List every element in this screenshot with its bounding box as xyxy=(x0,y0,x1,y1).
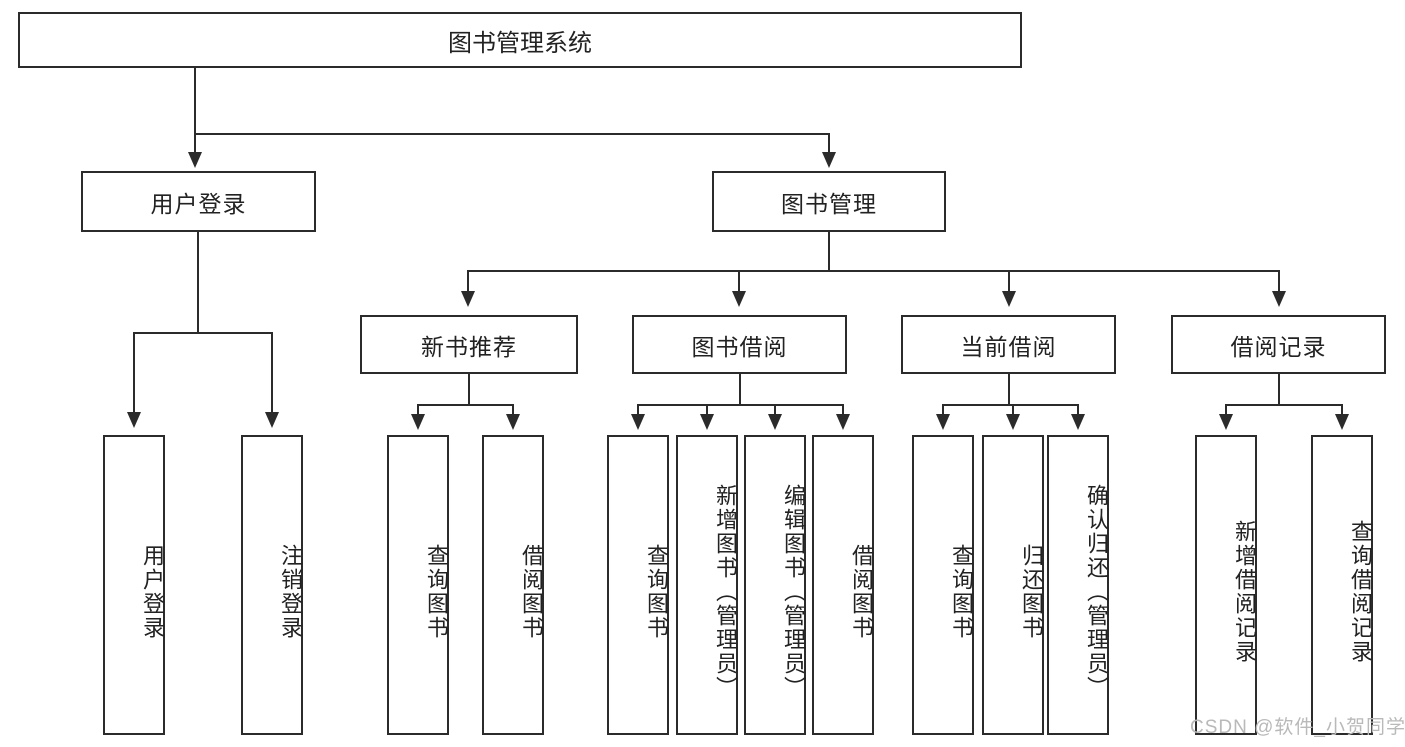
node-label: 借阅图书 xyxy=(519,544,544,640)
node-label: 查询图书 xyxy=(644,544,669,640)
arrow-manage-to-l2-0 xyxy=(461,291,475,307)
leaf-current-query-book[interactable]: 查询图书 xyxy=(912,435,974,735)
connector-borrow-to-leaf-3 xyxy=(842,404,844,416)
connector-borrow-to-leaf-2 xyxy=(774,404,776,416)
connector-recommend-to-leaf-0 xyxy=(417,404,419,416)
connector-borrow-stem xyxy=(739,374,741,405)
node-label: 确认归还（管理员） xyxy=(1084,484,1109,700)
leaf-recommend-query-book[interactable]: 查询图书 xyxy=(387,435,449,735)
node-book-management[interactable]: 图书管理 xyxy=(712,171,946,232)
leaf-logout-login[interactable]: 注销登录 xyxy=(241,435,303,735)
arrow-login-to-leaf-1 xyxy=(265,412,279,428)
connector-recommend-stem xyxy=(468,374,470,405)
connector-current-to-leaf-2 xyxy=(1077,404,1079,416)
node-label: 借阅记录 xyxy=(1230,333,1327,360)
connector-current-to-leaf-1 xyxy=(1012,404,1014,416)
connector-record-stem xyxy=(1278,374,1280,405)
connector-recommend-to-leaf-1 xyxy=(512,404,514,416)
node-label: 新增图书（管理员） xyxy=(713,484,738,700)
arrow-record-to-leaf-0 xyxy=(1219,414,1233,430)
connector-borrow-to-leaf-1 xyxy=(706,404,708,416)
connector-manage-to-l2-3 xyxy=(1278,270,1280,293)
connector-login-rail xyxy=(133,332,273,334)
node-label: 归还图书 xyxy=(1019,544,1044,640)
arrow-current-to-leaf-0 xyxy=(936,414,950,430)
node-book-borrow[interactable]: 图书借阅 xyxy=(632,315,847,374)
arrow-borrow-to-leaf-2 xyxy=(768,414,782,430)
connector-current-to-leaf-0 xyxy=(942,404,944,416)
connector-manage-stem xyxy=(828,232,830,271)
leaf-user-login[interactable]: 用户登录 xyxy=(103,435,165,735)
node-label: 查询图书 xyxy=(949,544,974,640)
connector-login-to-leaf-0 xyxy=(133,332,135,414)
node-label: 注销登录 xyxy=(278,544,303,640)
arrow-recommend-to-leaf-0 xyxy=(411,414,425,430)
leaf-borrow-add-book-admin[interactable]: 新增图书（管理员） xyxy=(676,435,738,735)
connector-manage-to-l2-2 xyxy=(1008,270,1010,293)
connector-record-to-leaf-0 xyxy=(1225,404,1227,416)
connector-current-stem xyxy=(1008,374,1010,405)
node-label: 用户登录 xyxy=(140,544,165,640)
leaf-recommend-borrow-book[interactable]: 借阅图书 xyxy=(482,435,544,735)
arrow-root-to-manage xyxy=(822,152,836,168)
node-label: 用户登录 xyxy=(150,190,247,217)
node-label: 编辑图书（管理员） xyxy=(781,484,806,700)
node-label: 图书管理系统 xyxy=(448,29,592,57)
node-label: 新增借阅记录 xyxy=(1232,520,1257,664)
connector-borrow-rail xyxy=(637,404,843,406)
connector-borrow-to-leaf-0 xyxy=(637,404,639,416)
connector-login-to-leaf-1 xyxy=(271,332,273,414)
node-label: 图书管理 xyxy=(781,190,877,217)
arrow-manage-to-l2-3 xyxy=(1272,291,1286,307)
leaf-borrow-edit-book-admin[interactable]: 编辑图书（管理员） xyxy=(744,435,806,735)
node-new-book-recommend[interactable]: 新书推荐 xyxy=(360,315,578,374)
arrow-borrow-to-leaf-0 xyxy=(631,414,645,430)
leaf-borrow-borrow-book[interactable]: 借阅图书 xyxy=(812,435,874,735)
arrow-root-to-login xyxy=(188,152,202,168)
node-label: 当前借阅 xyxy=(960,333,1057,360)
connector-root-to-login xyxy=(194,133,196,154)
connector-record-to-leaf-1 xyxy=(1341,404,1343,416)
arrow-manage-to-l2-2 xyxy=(1002,291,1016,307)
leaf-current-return-book[interactable]: 归还图书 xyxy=(982,435,1044,735)
node-label: 查询图书 xyxy=(424,544,449,640)
arrow-borrow-to-leaf-3 xyxy=(836,414,850,430)
arrow-login-to-leaf-0 xyxy=(127,412,141,428)
connector-manage-to-l2-1 xyxy=(738,270,740,293)
node-label: 查询借阅记录 xyxy=(1348,520,1373,664)
arrow-current-to-leaf-2 xyxy=(1071,414,1085,430)
connector-manage-to-l2-0 xyxy=(467,270,469,293)
leaf-record-add-record[interactable]: 新增借阅记录 xyxy=(1195,435,1257,735)
node-label: 图书借阅 xyxy=(691,333,788,360)
arrow-borrow-to-leaf-1 xyxy=(700,414,714,430)
arrow-manage-to-l2-1 xyxy=(732,291,746,307)
connector-login-stem xyxy=(197,232,199,333)
connector-root-to-manage xyxy=(828,133,830,154)
leaf-current-confirm-return-admin[interactable]: 确认归还（管理员） xyxy=(1047,435,1109,735)
connector-root-rail xyxy=(195,133,830,135)
node-borrow-record[interactable]: 借阅记录 xyxy=(1171,315,1386,374)
arrow-current-to-leaf-1 xyxy=(1006,414,1020,430)
node-label: 借阅图书 xyxy=(849,544,874,640)
leaf-record-query-record[interactable]: 查询借阅记录 xyxy=(1311,435,1373,735)
connector-manage-rail xyxy=(467,270,1279,272)
leaf-borrow-query-book[interactable]: 查询图书 xyxy=(607,435,669,735)
connector-current-rail xyxy=(942,404,1078,406)
node-user-login[interactable]: 用户登录 xyxy=(81,171,316,232)
connector-root-stem xyxy=(194,68,196,133)
node-current-borrow[interactable]: 当前借阅 xyxy=(901,315,1116,374)
node-label: 新书推荐 xyxy=(421,333,517,360)
connector-recommend-rail xyxy=(417,404,514,406)
connector-record-rail xyxy=(1225,404,1342,406)
arrow-record-to-leaf-1 xyxy=(1335,414,1349,430)
node-root-system[interactable]: 图书管理系统 xyxy=(18,12,1022,68)
arrow-recommend-to-leaf-1 xyxy=(506,414,520,430)
